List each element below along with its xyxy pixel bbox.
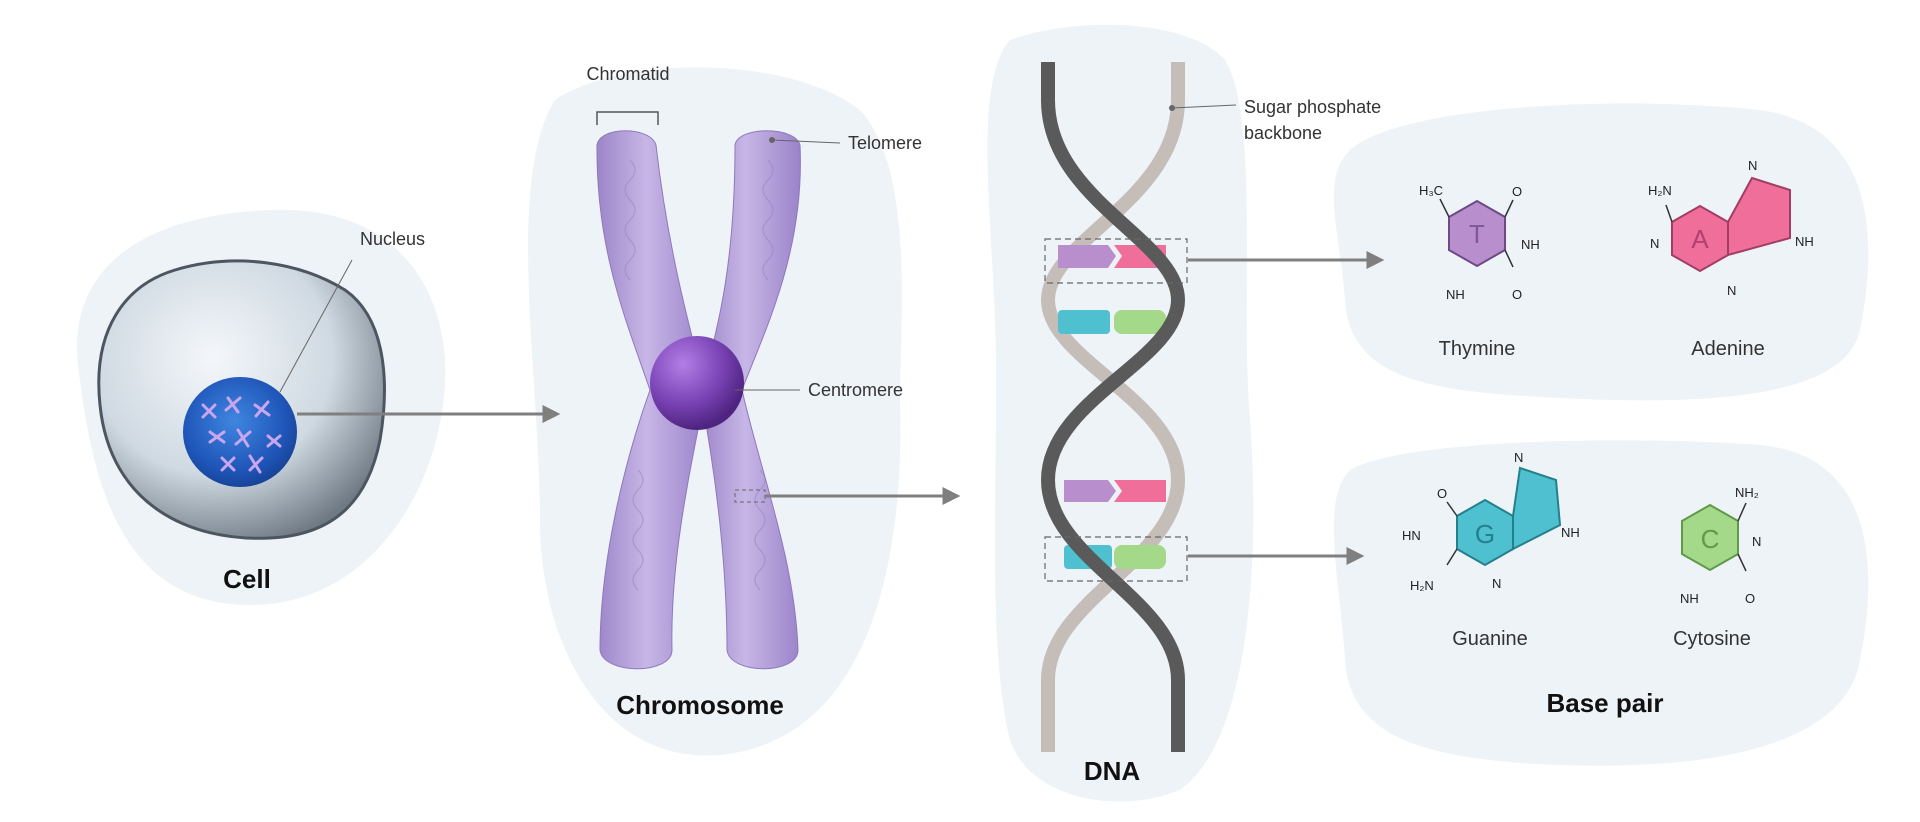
adenine-five-ring [1727,176,1791,257]
backbone-leader-line [1171,104,1237,109]
adenine-letter: A [1691,224,1709,254]
base-pair-rung-3 [1064,480,1166,502]
rung-1-purple [1058,245,1116,268]
cytosine-nh2: NH₂ [1735,485,1759,500]
adenine-molecule: A H₂N N N N NH Adenine [1648,158,1814,360]
cytosine-n-right: N [1752,534,1761,549]
guanine-letter: G [1475,519,1495,549]
rung-2-green [1114,310,1166,334]
chromatid-left [596,130,707,670]
thymine-molecule: T H₃C O NH O NH Thymine [1419,183,1540,360]
chromosome: Chromatid Telomere Centromere Chromosome [586,64,922,720]
dna-selection-box-bottom [1044,536,1188,582]
telomere-leader-line [771,139,841,144]
rung-3-purple [1064,480,1116,502]
rung-3-pink [1114,480,1166,502]
centromere-label: Centromere [808,380,903,400]
adenine-n-left: N [1650,236,1659,251]
guanine-five-ring [1512,466,1562,551]
guanine-hn-left: HN [1402,528,1421,543]
centromere [650,336,744,430]
chromosome-caption: Chromosome [616,690,784,720]
nucleus-label: Nucleus [360,229,425,249]
chromatid-label: Chromatid [586,64,669,84]
guanine-o-top: O [1437,486,1447,501]
thymine-letter: T [1469,219,1485,249]
thymine-methyl: H₃C [1419,183,1443,198]
guanine-h2n: H₂N [1410,578,1434,593]
cytosine-o-bottom: O [1745,591,1755,606]
adenine-nh-right: NH [1795,234,1814,249]
thymine-o-top: O [1512,184,1522,199]
thymine-nh-right: NH [1521,237,1540,252]
adenine-name: Adenine [1691,338,1764,360]
cytosine-letter: C [1701,524,1720,554]
chromatid-bracket [596,111,659,125]
adenine-n-bottom: N [1727,283,1736,298]
rung-4-green [1114,545,1166,569]
strand-light [1040,62,1186,752]
adenine-nh2: H₂N [1648,183,1672,198]
nucleus-chromosomes [201,396,282,474]
telomere-label: Telomere [848,133,922,153]
cytosine-molecule: C NH₂ N NH O Cytosine [1673,485,1761,650]
base-pair-background-top [1333,103,1869,401]
dna-selection-box-top [1044,238,1188,284]
cell: Nucleus Cell [97,229,425,594]
dna-helix: Sugar phosphate backbone DNA [1040,62,1381,786]
guanine-molecule: G O HN H₂N N N NH Guanine [1402,450,1580,650]
base-pair-caption: Base pair [1546,688,1663,718]
dna-caption: DNA [1084,756,1141,786]
guanine-nh-right: NH [1561,525,1580,540]
strand-dark [1040,62,1186,752]
dna-background [987,24,1254,802]
base-pair-rung-2 [1058,310,1166,334]
adenine-n-top: N [1748,158,1757,173]
cytosine-nh-bottom: NH [1680,591,1699,606]
nucleus-leader-line [279,259,353,393]
guanine-name: Guanine [1452,628,1528,650]
rung-2-cyan [1058,310,1110,334]
backbone-label-line1: Sugar phosphate [1244,97,1381,117]
thymine-name: Thymine [1439,338,1516,360]
thymine-nh-bottom: NH [1446,287,1465,302]
guanine-n-bottom: N [1492,576,1501,591]
backbone-label-line2: backbone [1244,123,1322,143]
cytosine-name: Cytosine [1673,628,1751,650]
guanine-n-top: N [1514,450,1523,465]
thymine-o-bottom: O [1512,287,1522,302]
cell-caption: Cell [223,564,271,594]
